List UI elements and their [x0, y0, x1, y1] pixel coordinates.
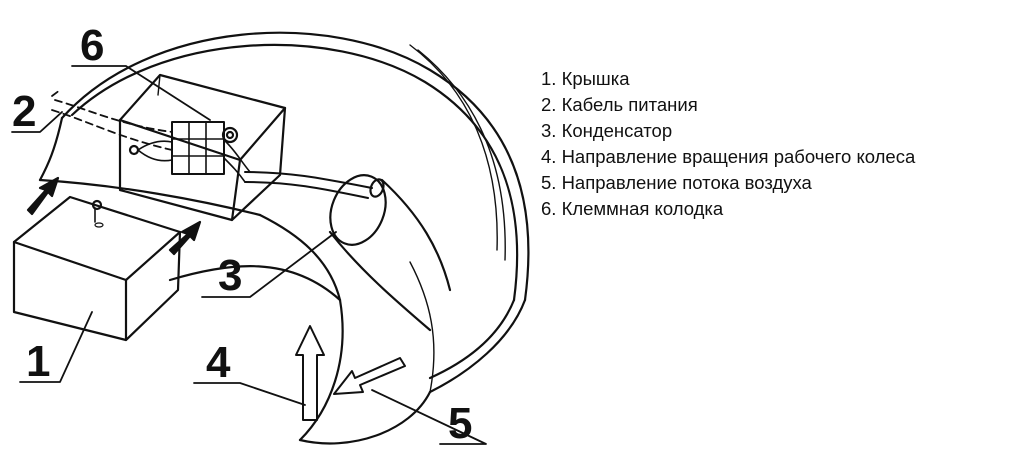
capacitor — [244, 171, 452, 332]
callout-leaders — [11, 65, 487, 445]
housing-opening — [168, 213, 435, 445]
callout-rotation-direction: 4 — [206, 338, 231, 387]
terminal-block — [128, 121, 251, 183]
legend-item-airflow-direction: 5. Направление потока воздуха — [541, 172, 812, 193]
legend-item-terminal-block: 6. Клеммная колодка — [541, 198, 724, 219]
power-cable — [51, 89, 173, 151]
intake-arrows — [26, 176, 202, 256]
legend-item-cover: 1. Крышка — [541, 68, 630, 89]
housing — [38, 31, 530, 394]
callout-power-cable: 2 — [12, 87, 36, 136]
callout-capacitor: 3 — [218, 251, 242, 300]
terminal-box — [118, 73, 287, 222]
legend: 1. Крышка 2. Кабель питания 3. Конденсат… — [541, 66, 915, 222]
callout-airflow-direction: 5 — [448, 399, 472, 448]
cover — [12, 195, 182, 342]
callout-terminal-block: 6 — [80, 21, 104, 70]
callout-cover: 1 — [26, 337, 50, 386]
airflow-arrow — [333, 357, 406, 395]
legend-item-capacitor: 3. Конденсатор — [541, 120, 673, 141]
legend-item-rotation-direction: 4. Направление вращения рабочего колеса — [541, 146, 916, 167]
legend-item-power-cable: 2. Кабель питания — [541, 94, 698, 115]
rotation-arrow — [295, 325, 325, 421]
